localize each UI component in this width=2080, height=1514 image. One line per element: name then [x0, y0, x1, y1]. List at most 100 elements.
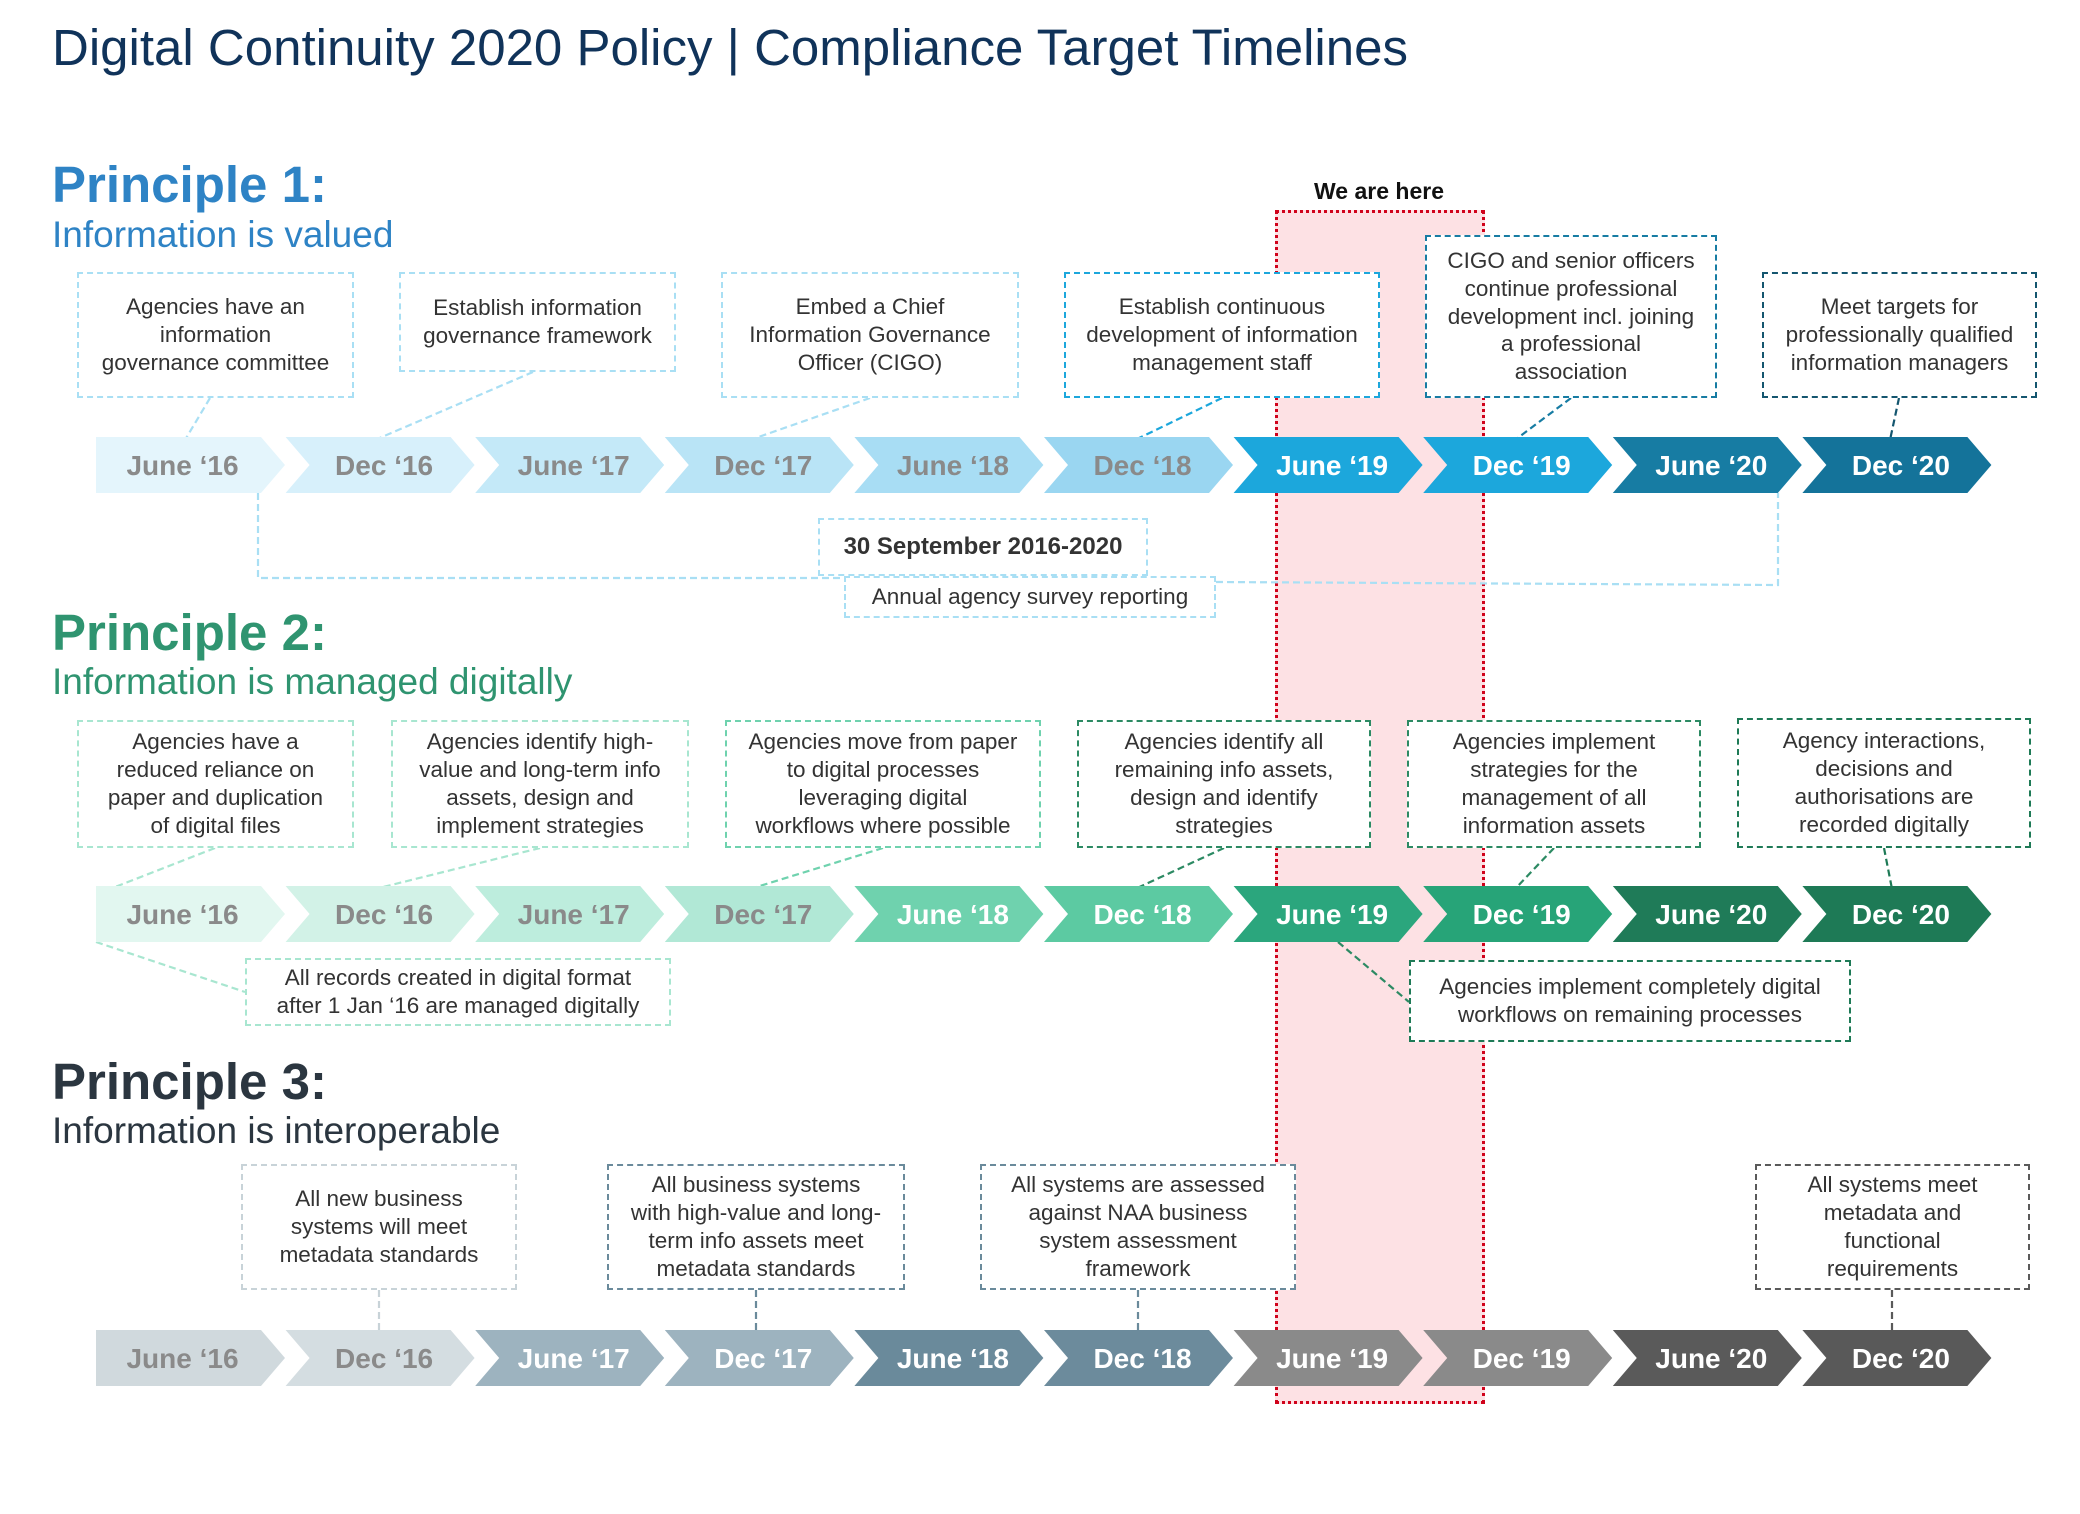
timeline-label: June ‘17 — [518, 899, 630, 930]
p2-milestone-box: Agencies implement strategies for the ma… — [1407, 720, 1701, 848]
timeline-segment — [1612, 886, 1802, 942]
timeline-label: Dec ‘17 — [714, 450, 812, 481]
p1-milestone-box: CIGO and senior officers continue profes… — [1425, 235, 1717, 398]
timeline-segment — [1612, 437, 1802, 493]
timeline-segment — [285, 886, 475, 942]
timeline-segment — [664, 437, 854, 493]
timeline-segment — [285, 1330, 475, 1386]
timeline-segment — [96, 437, 285, 493]
connector-line — [256, 493, 844, 580]
connector-line — [184, 397, 211, 441]
p3-milestone-box: All new business systems will meet metad… — [241, 1164, 517, 1290]
timeline-label: June ‘20 — [1655, 450, 1767, 481]
timeline-label: June ‘19 — [1276, 899, 1388, 930]
timeline-segment — [664, 1330, 854, 1386]
connector-line — [374, 370, 534, 442]
timeline-label: June ‘19 — [1276, 1343, 1388, 1374]
p1-milestone-box: Establish continuous development of info… — [1064, 272, 1380, 398]
timeline-segment — [1802, 1330, 1992, 1386]
principle-2-heading: Principle 2: — [52, 604, 327, 661]
connector-line — [749, 396, 871, 442]
timeline-label: Dec ‘20 — [1852, 899, 1950, 930]
p3-milestone-box: All systems meet metadata and functional… — [1755, 1164, 2030, 1290]
connector-line — [1134, 397, 1223, 441]
principle-3-subheading: Information is interoperable — [52, 1110, 501, 1151]
timeline-segment — [285, 437, 475, 493]
timeline-segment — [1233, 886, 1423, 942]
connector-line — [109, 846, 216, 891]
p1-milestone-box: Establish information governance framewo… — [399, 272, 676, 372]
connector-line — [1134, 847, 1225, 890]
survey-date-box: 30 September 2016-2020 — [818, 518, 1148, 576]
timeline-segment — [854, 886, 1044, 942]
timeline-segment — [96, 1330, 285, 1386]
p3-milestone-box: All business systems with high-value and… — [607, 1164, 905, 1290]
timeline-label: June ‘18 — [897, 1343, 1009, 1374]
timeline-segment — [1423, 437, 1613, 493]
connector-line — [1882, 847, 1894, 890]
timeline-segment — [1802, 886, 1992, 942]
p2-milestone-box: Agencies have a reduced reliance on pape… — [77, 720, 354, 848]
p2-note-box: All records created in digital format af… — [245, 958, 671, 1026]
timeline-label: Dec ‘18 — [1093, 450, 1191, 481]
p1-milestone-box: Embed a Chief Information Governance Off… — [721, 272, 1019, 398]
timeline-segment — [1044, 886, 1233, 942]
timeline-label: Dec ‘17 — [714, 1343, 812, 1374]
timeline-label: Dec ‘16 — [335, 450, 433, 481]
timeline-segment — [1423, 1330, 1613, 1386]
timeline-label: Dec ‘20 — [1852, 1343, 1950, 1374]
timeline-label: Dec ‘19 — [1473, 899, 1571, 930]
timeline-label: June ‘18 — [897, 450, 1009, 481]
timeline-label: Dec ‘20 — [1852, 450, 1950, 481]
timeline-segment — [1233, 1330, 1423, 1386]
timeline-label: Dec ‘17 — [714, 899, 812, 930]
timeline-label: Dec ‘16 — [335, 899, 433, 930]
timeline-label: Dec ‘19 — [1473, 450, 1571, 481]
p2-milestone-box: Agencies move from paper to digital proc… — [725, 720, 1041, 848]
connector-line — [1514, 397, 1572, 441]
timeline-label: Dec ‘19 — [1473, 1343, 1571, 1374]
timeline-label: June ‘18 — [897, 899, 1009, 930]
connector-line — [374, 846, 541, 891]
timeline-segment — [96, 886, 285, 942]
timeline-segment — [475, 886, 665, 942]
p2-milestone-box: Agencies identify all remaining info ass… — [1077, 720, 1371, 848]
page-title: Digital Continuity 2020 Policy | Complia… — [52, 19, 1408, 76]
timeline-segment — [1233, 437, 1423, 493]
timeline-label: June ‘17 — [518, 1343, 630, 1374]
timeline-segment — [475, 1330, 665, 1386]
p2-milestone-box: Agencies identify high- value and long-t… — [391, 720, 689, 848]
connector-line — [1215, 493, 1780, 587]
timeline-segment — [1423, 886, 1613, 942]
principle-1-heading: Principle 1: — [52, 156, 327, 213]
principle-3-heading: Principle 3: — [52, 1053, 327, 1110]
timeline-segment — [1044, 437, 1233, 493]
connector-line — [1337, 941, 1410, 1003]
survey-description-box: Annual agency survey reporting — [844, 576, 1216, 618]
p3-milestone-box: All systems are assessed against NAA bus… — [980, 1164, 1296, 1290]
timeline-label: June ‘16 — [126, 1343, 238, 1374]
connector-line — [95, 940, 246, 994]
timeline-label: June ‘17 — [518, 450, 630, 481]
timeline-label: Dec ‘18 — [1093, 1343, 1191, 1374]
we-are-here-label: We are here — [1314, 178, 1444, 204]
timeline-label: June ‘20 — [1655, 1343, 1767, 1374]
p1-milestone-box: Agencies have an information governance … — [77, 272, 354, 398]
timeline-label: June ‘16 — [126, 450, 238, 481]
principle-1-subheading: Information is valued — [52, 214, 394, 255]
p1-milestone-box: Meet targets for professionally qualifie… — [1762, 272, 2037, 398]
connector-line — [1514, 847, 1555, 890]
connector-line — [1888, 397, 1901, 441]
timeline-segment — [664, 886, 854, 942]
p2-milestone-box: Agency interactions, decisions and autho… — [1737, 718, 2031, 848]
timeline-label: June ‘19 — [1276, 450, 1388, 481]
p2-note-box: Agencies implement completely digital wo… — [1409, 960, 1851, 1042]
principle-2-subheading: Information is managed digitally — [52, 661, 573, 702]
timeline-label: Dec ‘16 — [335, 1343, 433, 1374]
timeline-segment — [1802, 437, 1992, 493]
timeline-segment — [475, 437, 665, 493]
timeline-segment — [1612, 1330, 1802, 1386]
